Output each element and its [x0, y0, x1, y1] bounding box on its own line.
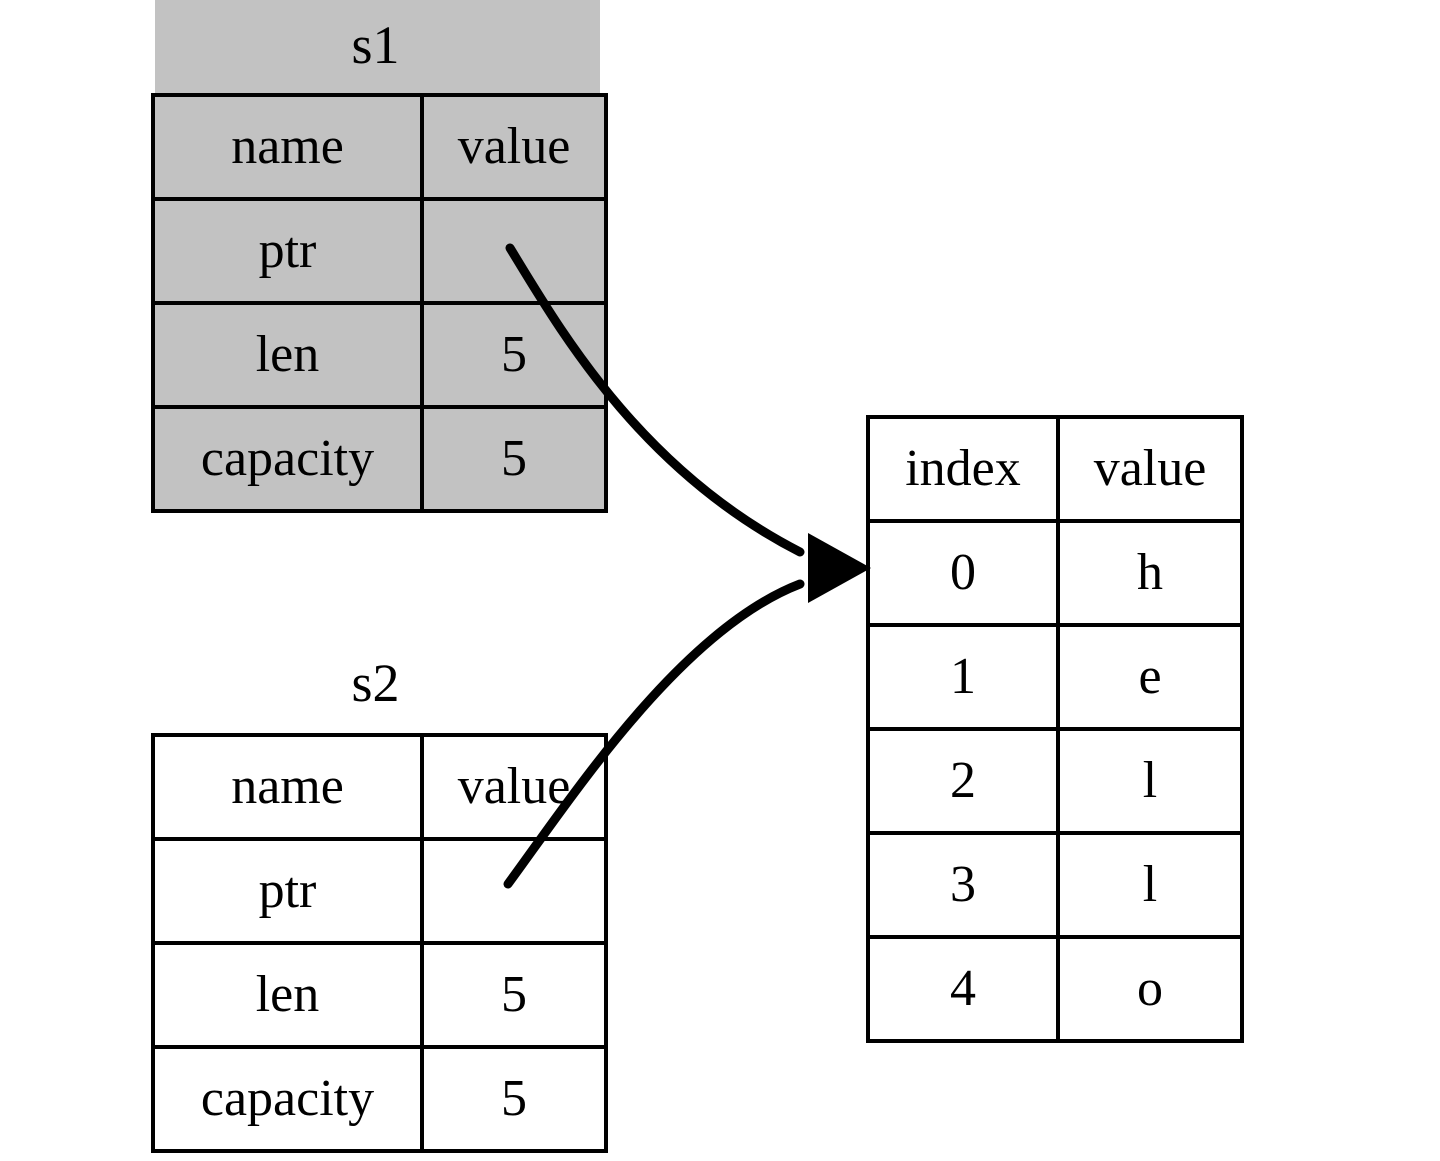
header-cell-value: value: [420, 733, 608, 841]
heap-index-2: 2: [866, 727, 1060, 835]
heap-value-3: l: [1056, 831, 1244, 939]
heap-value-4: o: [1056, 935, 1244, 1043]
table-row: 2 l: [866, 727, 1244, 835]
arrowhead-icon: [808, 533, 871, 603]
header-cell-index: index: [866, 415, 1060, 523]
s1-field-value-ptr: [420, 197, 608, 305]
heap-index-0: 0: [866, 519, 1060, 627]
heap-table: index value 0 h 1 e 2 l 3 l 4 o: [866, 415, 1244, 1043]
header-cell-name: name: [151, 93, 424, 201]
s1-field-value-capacity: 5: [420, 405, 608, 513]
struct-table-s2: name value ptr len 5 capacity 5: [151, 733, 608, 1153]
struct-caption-s2: s2: [351, 653, 400, 713]
s2-field-name-len: len: [151, 941, 424, 1049]
s2-field-name-capacity: capacity: [151, 1045, 424, 1153]
struct-table-s1: name value ptr len 5 capacity 5: [151, 93, 608, 513]
table-row: ptr: [151, 837, 608, 945]
s1-field-name-len: len: [151, 301, 424, 409]
s2-field-value-ptr: [420, 837, 608, 945]
table-header-row: name value: [151, 93, 608, 201]
s2-field-value-capacity: 5: [420, 1045, 608, 1153]
heap-index-4: 4: [866, 935, 1060, 1043]
header-cell-name: name: [151, 733, 424, 841]
heap-index-1: 1: [866, 623, 1060, 731]
heap-value-0: h: [1056, 519, 1244, 627]
table-row: capacity 5: [151, 405, 608, 513]
table-row: len 5: [151, 941, 608, 1049]
table-row: ptr: [151, 197, 608, 305]
table-row: 1 e: [866, 623, 1244, 731]
heap-value-2: l: [1056, 727, 1244, 835]
s1-shaded-background: [155, 0, 600, 95]
table-row: 3 l: [866, 831, 1244, 939]
heap-value-1: e: [1056, 623, 1244, 731]
table-row: 0 h: [866, 519, 1244, 627]
heap-index-3: 3: [866, 831, 1060, 939]
table-header-row: index value: [866, 415, 1244, 523]
table-header-row: name value: [151, 733, 608, 841]
s1-field-name-ptr: ptr: [151, 197, 424, 305]
table-row: len 5: [151, 301, 608, 409]
s1-field-value-len: 5: [420, 301, 608, 409]
s1-field-name-capacity: capacity: [151, 405, 424, 513]
header-cell-value: value: [420, 93, 608, 201]
s2-field-value-len: 5: [420, 941, 608, 1049]
table-row: 4 o: [866, 935, 1244, 1043]
header-cell-value: value: [1056, 415, 1244, 523]
table-row: capacity 5: [151, 1045, 608, 1153]
s2-field-name-ptr: ptr: [151, 837, 424, 945]
struct-caption-s1: s1: [351, 15, 400, 75]
